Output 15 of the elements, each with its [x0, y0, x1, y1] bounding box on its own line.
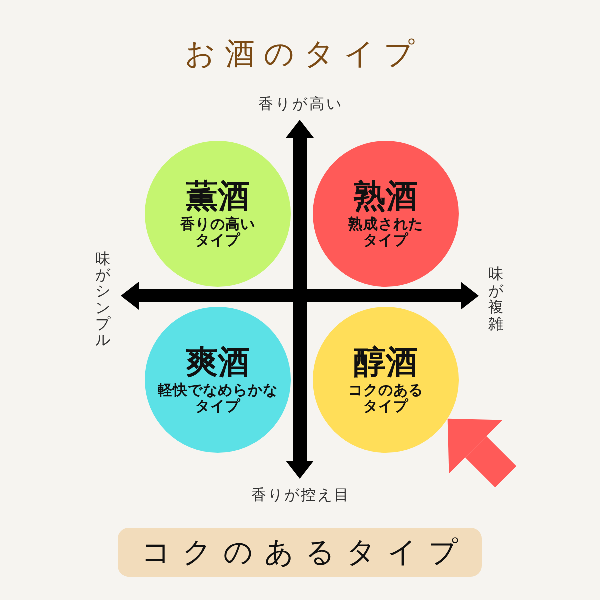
- circle-description: コクのあるタイプ: [348, 384, 424, 415]
- circle-heading: 熟酒: [354, 179, 418, 214]
- arrow: [448, 418, 517, 488]
- axis-label: 香りが控え目: [251, 487, 350, 504]
- highlight-banner: コクのあるタイプ: [118, 528, 482, 577]
- title: お酒のタイプ: [185, 38, 424, 72]
- circle-description: 熟成されたタイプ: [348, 218, 424, 249]
- axis-label: 香りが高い: [258, 96, 344, 114]
- circle-description: 香りの高いタイプ: [180, 218, 256, 249]
- circle-heading: 薫酒: [186, 179, 250, 214]
- axis-label: 味がシンプル: [96, 251, 110, 348]
- circle-heading: 醇酒: [354, 345, 418, 380]
- circle-heading: 爽酒: [186, 345, 250, 380]
- circle-description: 軽快でなめらかなタイプ: [158, 384, 278, 415]
- axis-label: 味が複雑: [488, 266, 504, 332]
